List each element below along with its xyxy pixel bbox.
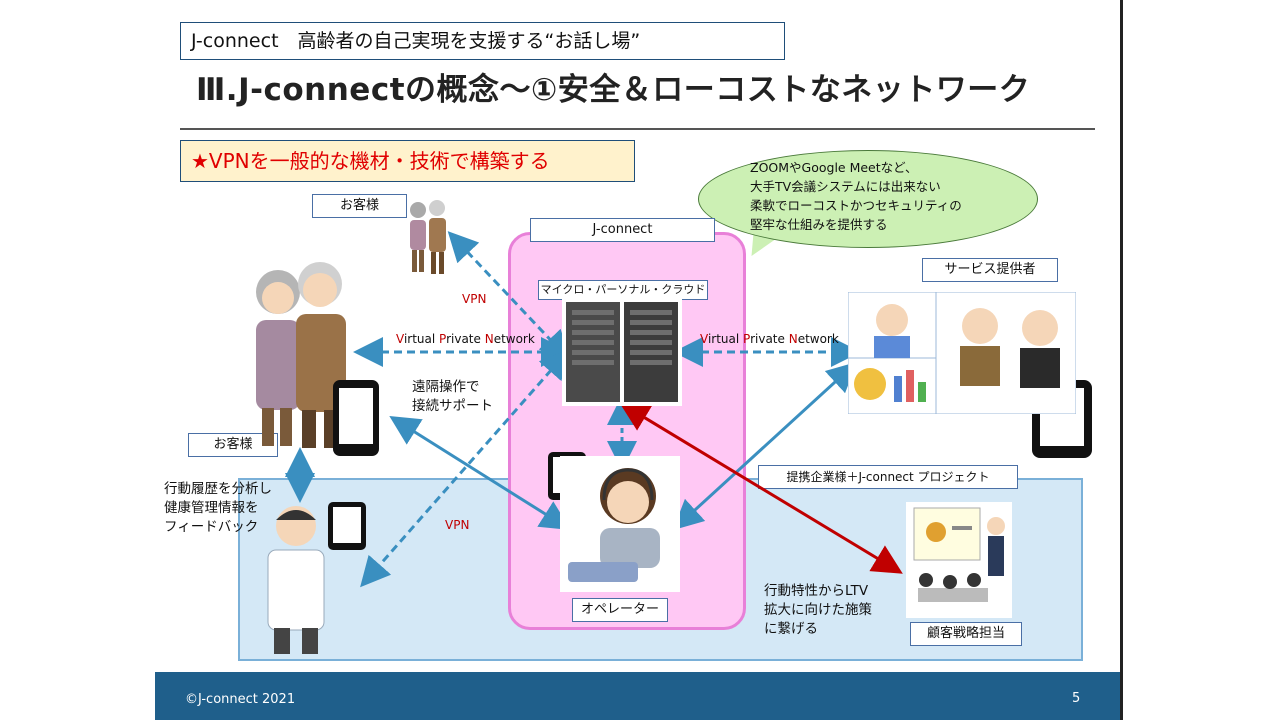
- note-line: 接続サポート: [412, 398, 493, 414]
- note-line: 健康管理情報を: [164, 500, 259, 516]
- callout-line: 堅牢な仕組みを提供する: [750, 217, 888, 232]
- callout-text: ZOOMやGoogle Meetなど、 大手TV会議システムには出来ない 柔軟で…: [750, 158, 1010, 234]
- ltv-note: 行動特性からLTV 拡大に向けた施策 に繋げる: [764, 582, 872, 639]
- footer-bar: [155, 672, 1120, 720]
- operator-icon: [560, 456, 680, 592]
- elderly-couple-small-icon: [410, 200, 446, 274]
- callout-line: 大手TV会議システムには出来ない: [750, 179, 941, 194]
- note-line: 遠隔操作で: [412, 379, 480, 395]
- service-provider-label: サービス提供者: [922, 258, 1058, 282]
- tablet-icon: [328, 502, 366, 550]
- strategy-meeting-icon: [906, 502, 1012, 618]
- tablet-icon: [333, 380, 379, 456]
- note-line: フィードバック: [164, 519, 259, 535]
- callout-line: 柔軟でローコストかつセキュリティの: [750, 198, 962, 213]
- footer-copyright: ©J-connect 2021: [185, 692, 296, 707]
- strategy-line: [619, 402, 903, 574]
- remote-support-line: [389, 416, 571, 530]
- elderly-couple-icon: [256, 262, 346, 448]
- note-line: に繋げる: [764, 621, 818, 637]
- title-divider: [180, 128, 1095, 130]
- page-title: Ⅲ.J-connectの概念～①安全＆ローコストなネットワーク: [196, 72, 1031, 108]
- analysis-note: 行動履歴を分析し 健康管理情報を フィードバック: [164, 480, 272, 537]
- provider-operator-line: [672, 361, 858, 531]
- doctor-icon: [267, 506, 325, 654]
- note-line: 行動特性からLTV: [764, 583, 869, 599]
- note-line: 行動履歴を分析し: [164, 481, 272, 497]
- customer-top-label: お客様: [312, 194, 407, 218]
- callout-line: ZOOMやGoogle Meetなど、: [750, 160, 918, 175]
- slide-edge-line: [1120, 0, 1123, 720]
- vpn-network-label-left: Virtual Private Network: [396, 332, 535, 346]
- vpn-label-bottom: VPN: [445, 518, 470, 532]
- customer-strategy-label: 顧客戦略担当: [910, 622, 1022, 646]
- server-rack-icon: [562, 298, 682, 406]
- customer-left-label: お客様: [188, 433, 278, 457]
- subtitle-box: J-connect 高齢者の自己実現を支援する“お話し場”: [180, 22, 785, 60]
- operator-label: オペレーター: [572, 598, 668, 622]
- page-number: 5: [1072, 691, 1081, 706]
- vpn-network-label-right: Virtual Private Network: [700, 332, 839, 346]
- callout-bubble: [698, 150, 1038, 248]
- remote-support-note: 遠隔操作で 接続サポート: [412, 378, 493, 416]
- service-providers-icon: [848, 292, 1076, 414]
- note-line: 拡大に向けた施策: [764, 602, 872, 618]
- jconnect-label: J-connect: [530, 218, 715, 242]
- vpn-label-top: VPN: [462, 292, 487, 306]
- vpn-line-top: [447, 231, 571, 361]
- highlight-box: ★VPNを一般的な機材・技術で構築する: [180, 140, 635, 182]
